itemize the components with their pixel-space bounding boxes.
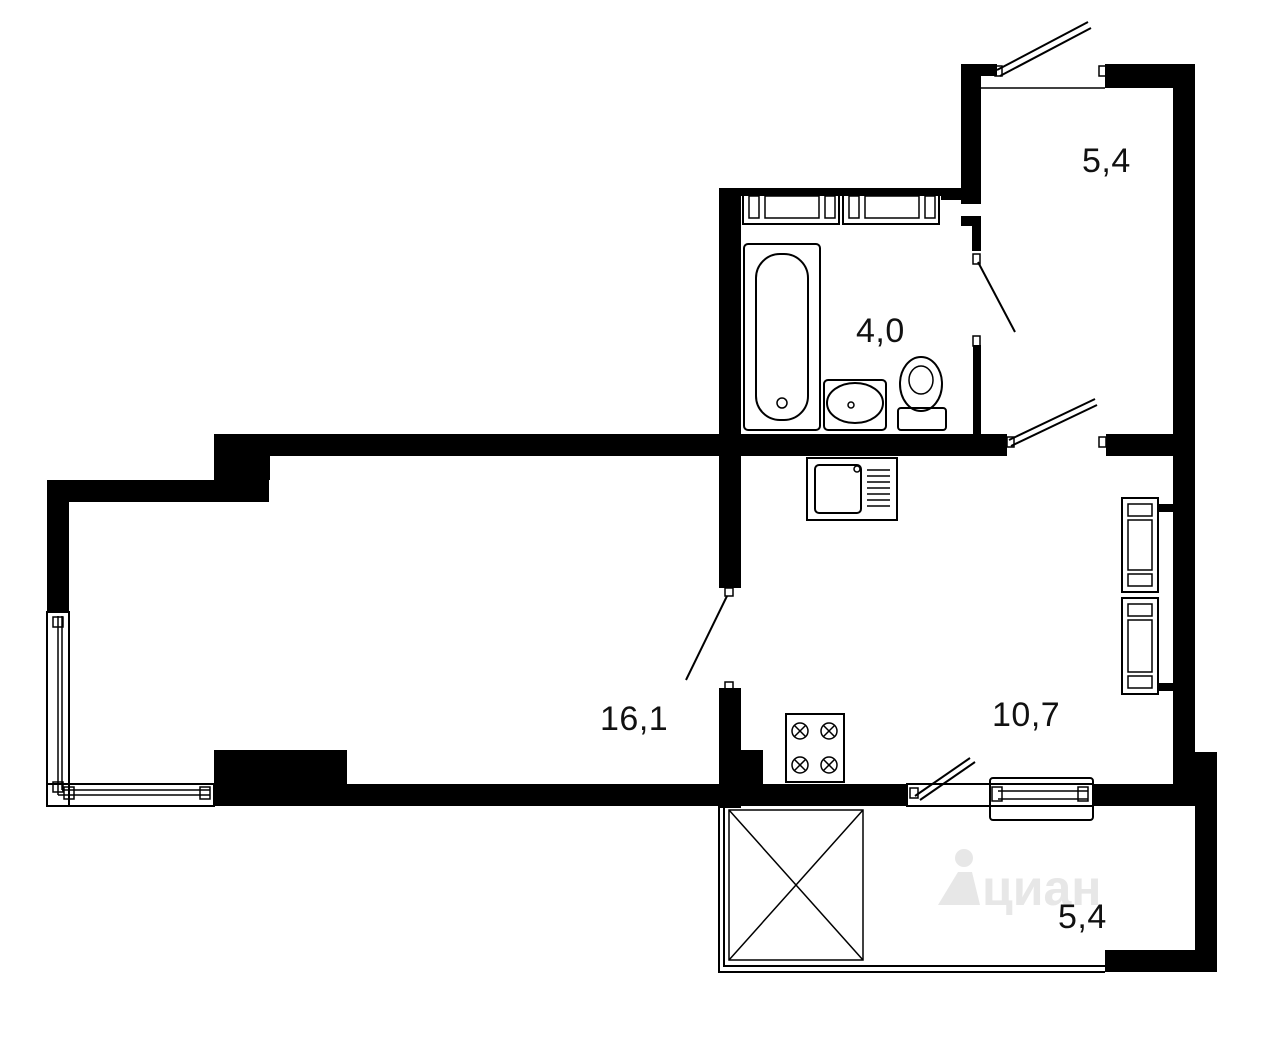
wall (973, 345, 981, 435)
walls (47, 64, 1217, 972)
wall (214, 750, 347, 806)
doors (685, 21, 1107, 691)
kitchen-area-label: 10,7 (992, 696, 1060, 734)
kitchen-cabinet (1121, 497, 1173, 695)
wall (1105, 950, 1217, 972)
bathroom-door (972, 253, 1016, 347)
wall (961, 64, 997, 76)
wall (961, 64, 981, 188)
wall (941, 188, 961, 200)
wall (214, 434, 270, 480)
windows (46, 611, 1105, 973)
living-room-area-label: 16,1 (600, 700, 668, 738)
watermark-text: циан (982, 860, 1101, 916)
wall (972, 226, 981, 251)
loggia-glazing (718, 806, 1105, 973)
wall (1173, 64, 1195, 754)
storage-door (1006, 398, 1107, 448)
wall (741, 188, 941, 196)
wall (961, 188, 981, 204)
kitchen-sink-icon (806, 457, 898, 521)
area-labels: 5,4 4,0 16,1 10,7 5,4 (600, 142, 1131, 936)
wall (214, 434, 1007, 456)
wall (719, 750, 763, 806)
window (46, 611, 215, 807)
wall (47, 480, 69, 612)
watermark: циан (938, 849, 1101, 916)
storage-area-label: 5,4 (1082, 142, 1131, 180)
wall (961, 216, 981, 226)
loggia-area-label: 5,4 (1058, 898, 1107, 936)
bathroom-cabinet (742, 189, 940, 225)
wall (1195, 752, 1217, 972)
watermark-logo-icon (938, 849, 980, 905)
toilet-icon (897, 356, 947, 431)
loggia-unit (728, 809, 864, 961)
wall (719, 188, 741, 588)
wall (1106, 434, 1176, 456)
bathroom-area-label: 4,0 (856, 312, 905, 350)
washbasin-icon (823, 379, 887, 431)
wall (763, 784, 907, 806)
stove-icon (785, 713, 845, 783)
bathtub-icon (743, 243, 821, 431)
wall (1093, 784, 1175, 806)
fixtures (728, 189, 1173, 961)
entrance-door (981, 21, 1107, 89)
wall (347, 784, 719, 806)
window (906, 757, 1094, 821)
wall (47, 480, 269, 502)
living-room-door (685, 587, 734, 691)
